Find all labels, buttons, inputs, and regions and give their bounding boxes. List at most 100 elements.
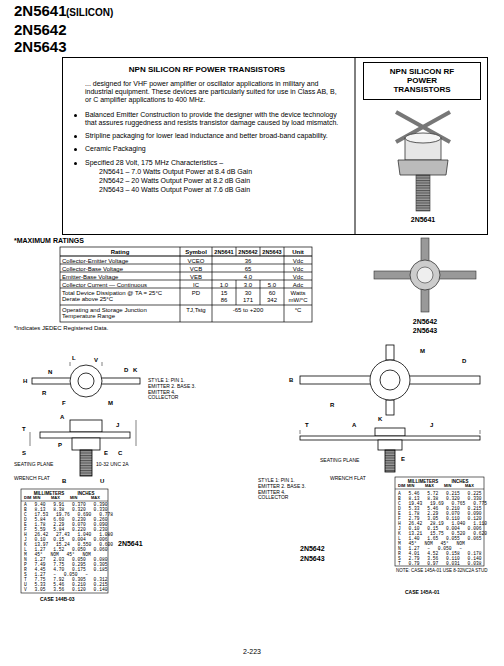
dimension-letter: K [378,416,382,423]
text-item: Specified 28 Volt, 175 MHz Characteristi… [85,159,343,167]
bullet-dot [74,162,77,165]
rating-cell: °C [284,307,312,314]
image-caption: 2N5641 [393,216,453,224]
rating-cell: Collector-Emitter Voltage [62,258,180,265]
image-caption: 2N5643 [395,327,455,335]
dimension-letter: M [420,348,425,355]
stud-package-image [396,112,450,211]
part-number-title: 2N5641 [14,2,67,19]
dimension-letter: A [352,422,356,429]
rating-cell: Adc [284,282,312,289]
text-item: Stripline packaging for lower lead induc… [85,132,343,140]
rating-cell: 171 [236,297,260,304]
rating-cell: Vdc [284,266,312,273]
rating-cell: 3.0 [236,282,260,289]
drawing-note: WRENCH FLAT [14,476,54,482]
dimension-table-cell: S 2.79 3.56 0.110 0.140 [398,556,481,561]
text-item: 2N5642 – 20 Watts Output Power at 8.2 dB… [99,177,343,185]
dimension-table-cell: A 9.40 9.91 0.370 0.390 [24,502,107,507]
bullet-dot [74,148,77,151]
text-item: ... designed for VHF power amplifier or … [85,80,343,104]
rating-cell: 86 [212,297,236,304]
rating-cell: 1.0 [212,282,236,289]
dimension-letter: M [108,400,113,407]
dimension-letter: R [42,390,46,397]
rating-cell: 30 [236,290,260,297]
dimension-table-cell: MAX [51,496,60,501]
dimension-table-cell: K 13.21 15.75 0.520 0.620 [398,531,487,536]
rating-cell: Vdc [284,258,312,265]
dimension-table-cell: U 5.33 5.46 0.210 0.215 [24,582,107,587]
dimension-letter: H [23,378,27,385]
stripline-package-image [374,238,476,312]
dimension-table-cell: MIN [407,484,414,489]
description-frame: NPN SILICON RF POWER TRANSISTORS ... desi… [62,57,488,235]
rating-cell: mW/°C [284,297,312,304]
bullet-dot [74,135,77,138]
dimension-letter: D [462,358,466,365]
rating-cell: PD [180,290,212,297]
dimension-table-cell: MAX [91,496,100,501]
text-column: NPN SILICON RF POWER TRANSISTORS ... desi… [63,58,355,194]
rating-cell: VCEO [180,258,212,265]
dimension-table-cell: P 7.49 7.75 0.295 0.305 [24,562,107,567]
rating-cell: 2N5643 [260,249,284,255]
dimension-table-cell: L 1.27 1.52 0.050 0.060 [24,547,107,552]
dimension-letter: T [22,426,26,433]
case-number: CASE 144B-03 [40,597,74,603]
dimension-table-cell: N 1.27 – 0.050 – [398,546,462,551]
rating-cell: 2N5641 [212,249,236,255]
rating-cell: VEB [180,274,212,281]
dimension-letter: B [62,478,66,485]
dimension-table-cell: S 1.27 – 0.050 – [24,572,88,577]
dimension-table-cell: T 0.79 0.97 0.031 0.038 [398,561,481,566]
dimension-table-cell: MIN [444,484,451,489]
dimension-table-cell: C 17.53 19.76 0.690 0.778 [24,512,113,517]
part-number: (SILICON) [66,7,113,19]
part-number: 2N5643 [300,555,325,563]
dimension-table-cell: B 8.13 8.38 0.320 0.330 [398,496,481,501]
rating-cell: Rating [60,249,180,256]
dimension-table-cell: F 2.79 3.05 0.110 0.120 [398,516,481,521]
dimension-letter: J [430,422,433,429]
feature-bullet: Balanced Emitter Construction to provide… [85,111,343,127]
rating-cell: Collector-Base Voltage [62,266,180,273]
dimension-letter: A [60,414,64,421]
rating-cell: VCB [180,266,212,273]
feature-bullet: Ceramic Packaging [85,145,343,153]
dimension-letter: C [118,450,122,457]
dimension-letter: E [401,456,405,463]
dimension-table-cell: MIN [70,496,77,501]
bullet-dot [74,114,77,117]
dimension-table-cell: N 1.27 2.03 0.050 0.080 [24,557,107,562]
spec-line: 2N5641 – 7.0 Watts Output Power at 8.4 d… [99,168,343,176]
dimension-letter: U [100,478,104,485]
rating-cell: 4.0 [212,274,284,281]
case-note: NOTE: CASE 145A-01 USE 8-32NC2A STUD [396,568,488,573]
drawing-note: WRENCH FLAT [330,476,375,482]
dimension-letter: S [22,450,26,457]
rating-cell: Total Device Dissipation @ TA = 25°C Der… [62,290,180,304]
rating-cell: 65 [212,266,284,273]
dimension-table-cell: A 5.46 5.72 0.215 0.225 [398,491,481,496]
part-number: 2N5642 [300,545,325,553]
dimension-letter: D [124,367,128,374]
spec-line: 2N5642 – 20 Watts Output Power at 8.2 dB… [99,177,343,185]
rating-cell: IC [180,282,212,289]
pin-style-note: STYLE 1: PIN 1. EMITTER 2. BASE 3. EMITT… [148,378,204,401]
text-item: NPN SILICON RF POWER TRANSISTORS [63,65,351,74]
feature-bullet: Stripline packaging for lower lead induc… [85,132,343,140]
rating-cell: Emitter-Base Voltage [62,274,180,281]
rating-cell: Watts [284,290,312,297]
rating-cell: 342 [260,297,284,304]
dimension-letter: T [305,422,309,429]
dimension-table-cell: M 45° NOM 45° NOM [24,552,91,557]
dimension-table-cell: C 19.43 19.69 0.765 0.775 [398,501,487,506]
category-box: NPN SILICON RF POWER TRANSISTORS [363,62,481,100]
description-text: ... designed for VHF power amplifier or … [85,80,343,104]
thread-spec: 10-32 UNC 2A [96,462,129,468]
rating-cell: 2N5642 [236,249,260,255]
dimension-table-cell: E 1.78 2.29 0.070 0.090 [24,522,107,527]
dimension-table-cell: R 4.45 4.70 0.175 0.185 [24,567,107,572]
table-title: *MAXIMUM RATINGS [14,237,84,245]
